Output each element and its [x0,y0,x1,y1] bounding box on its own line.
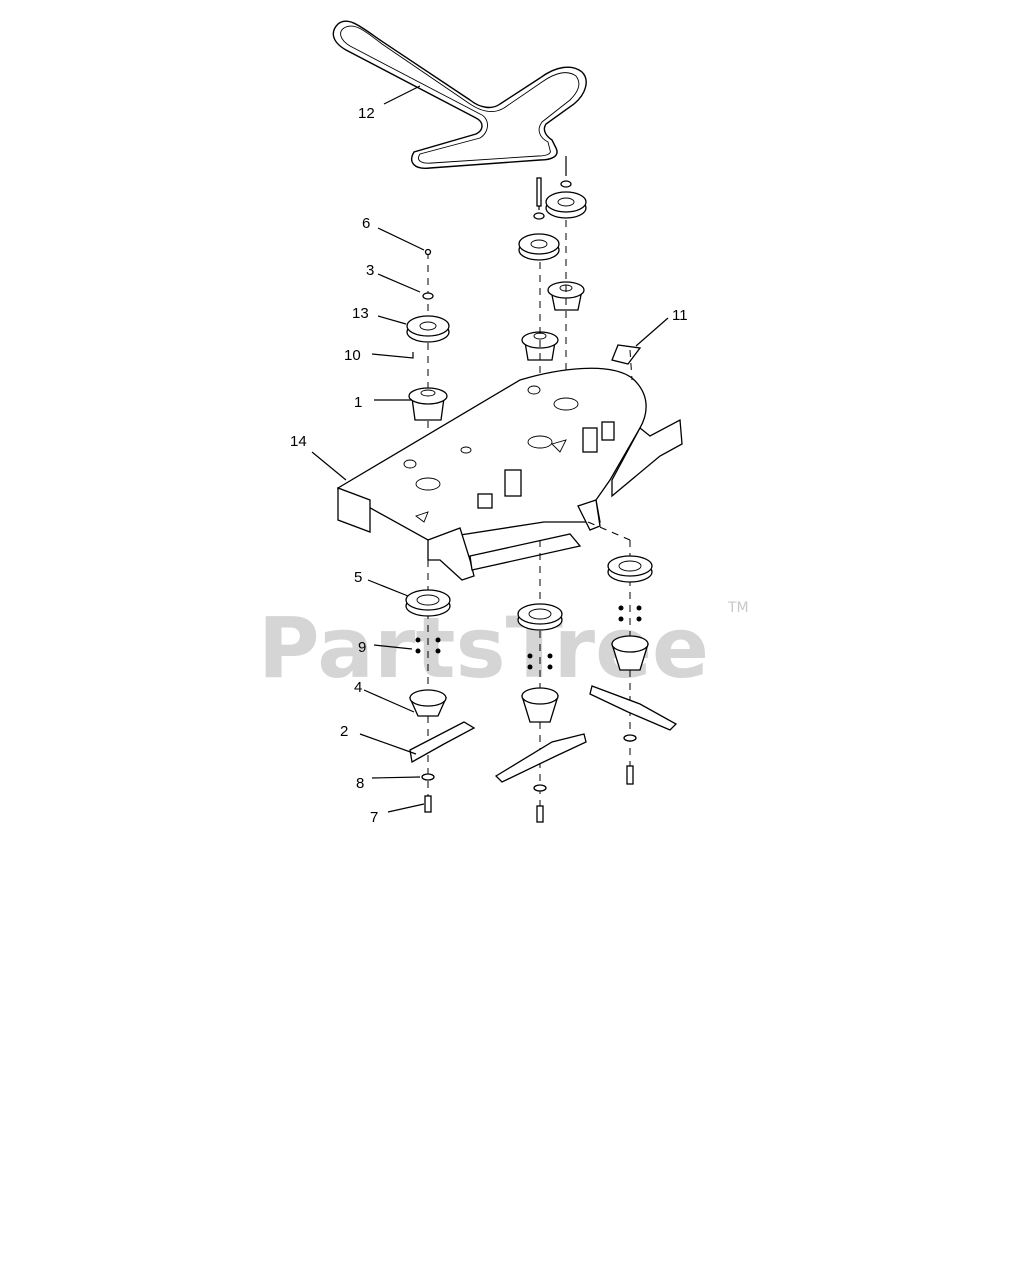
callout-5: 5 [354,569,362,586]
drive-belt[interactable] [332,20,587,169]
watermark: PartsTree TM [258,599,749,697]
right-blade-stack[interactable] [589,540,678,785]
callout-labels: 12 6 3 13 10 1 11 14 5 9 4 2 8 7 [290,105,688,826]
decal[interactable] [611,344,642,365]
callout-6: 6 [362,215,370,232]
callout-9: 9 [358,639,366,656]
mower-deck[interactable] [337,349,683,581]
watermark-trademark: TM [727,600,749,616]
leader-lines [311,85,669,813]
callout-8: 8 [356,775,364,792]
callout-10: 10 [344,347,361,364]
callout-1: 1 [354,394,362,411]
callout-11: 11 [672,307,688,324]
left-blade-stack[interactable] [405,560,476,813]
callout-2: 2 [340,723,348,740]
right-spindle-stack[interactable] [518,156,587,400]
callout-14: 14 [290,433,307,450]
callout-7: 7 [370,809,378,826]
center-blade-stack[interactable] [494,540,587,823]
callout-4: 4 [354,679,362,696]
callout-13: 13 [352,305,369,322]
left-spindle-stack[interactable] [371,248,450,501]
callout-3: 3 [366,262,374,279]
callout-12: 12 [358,105,375,122]
